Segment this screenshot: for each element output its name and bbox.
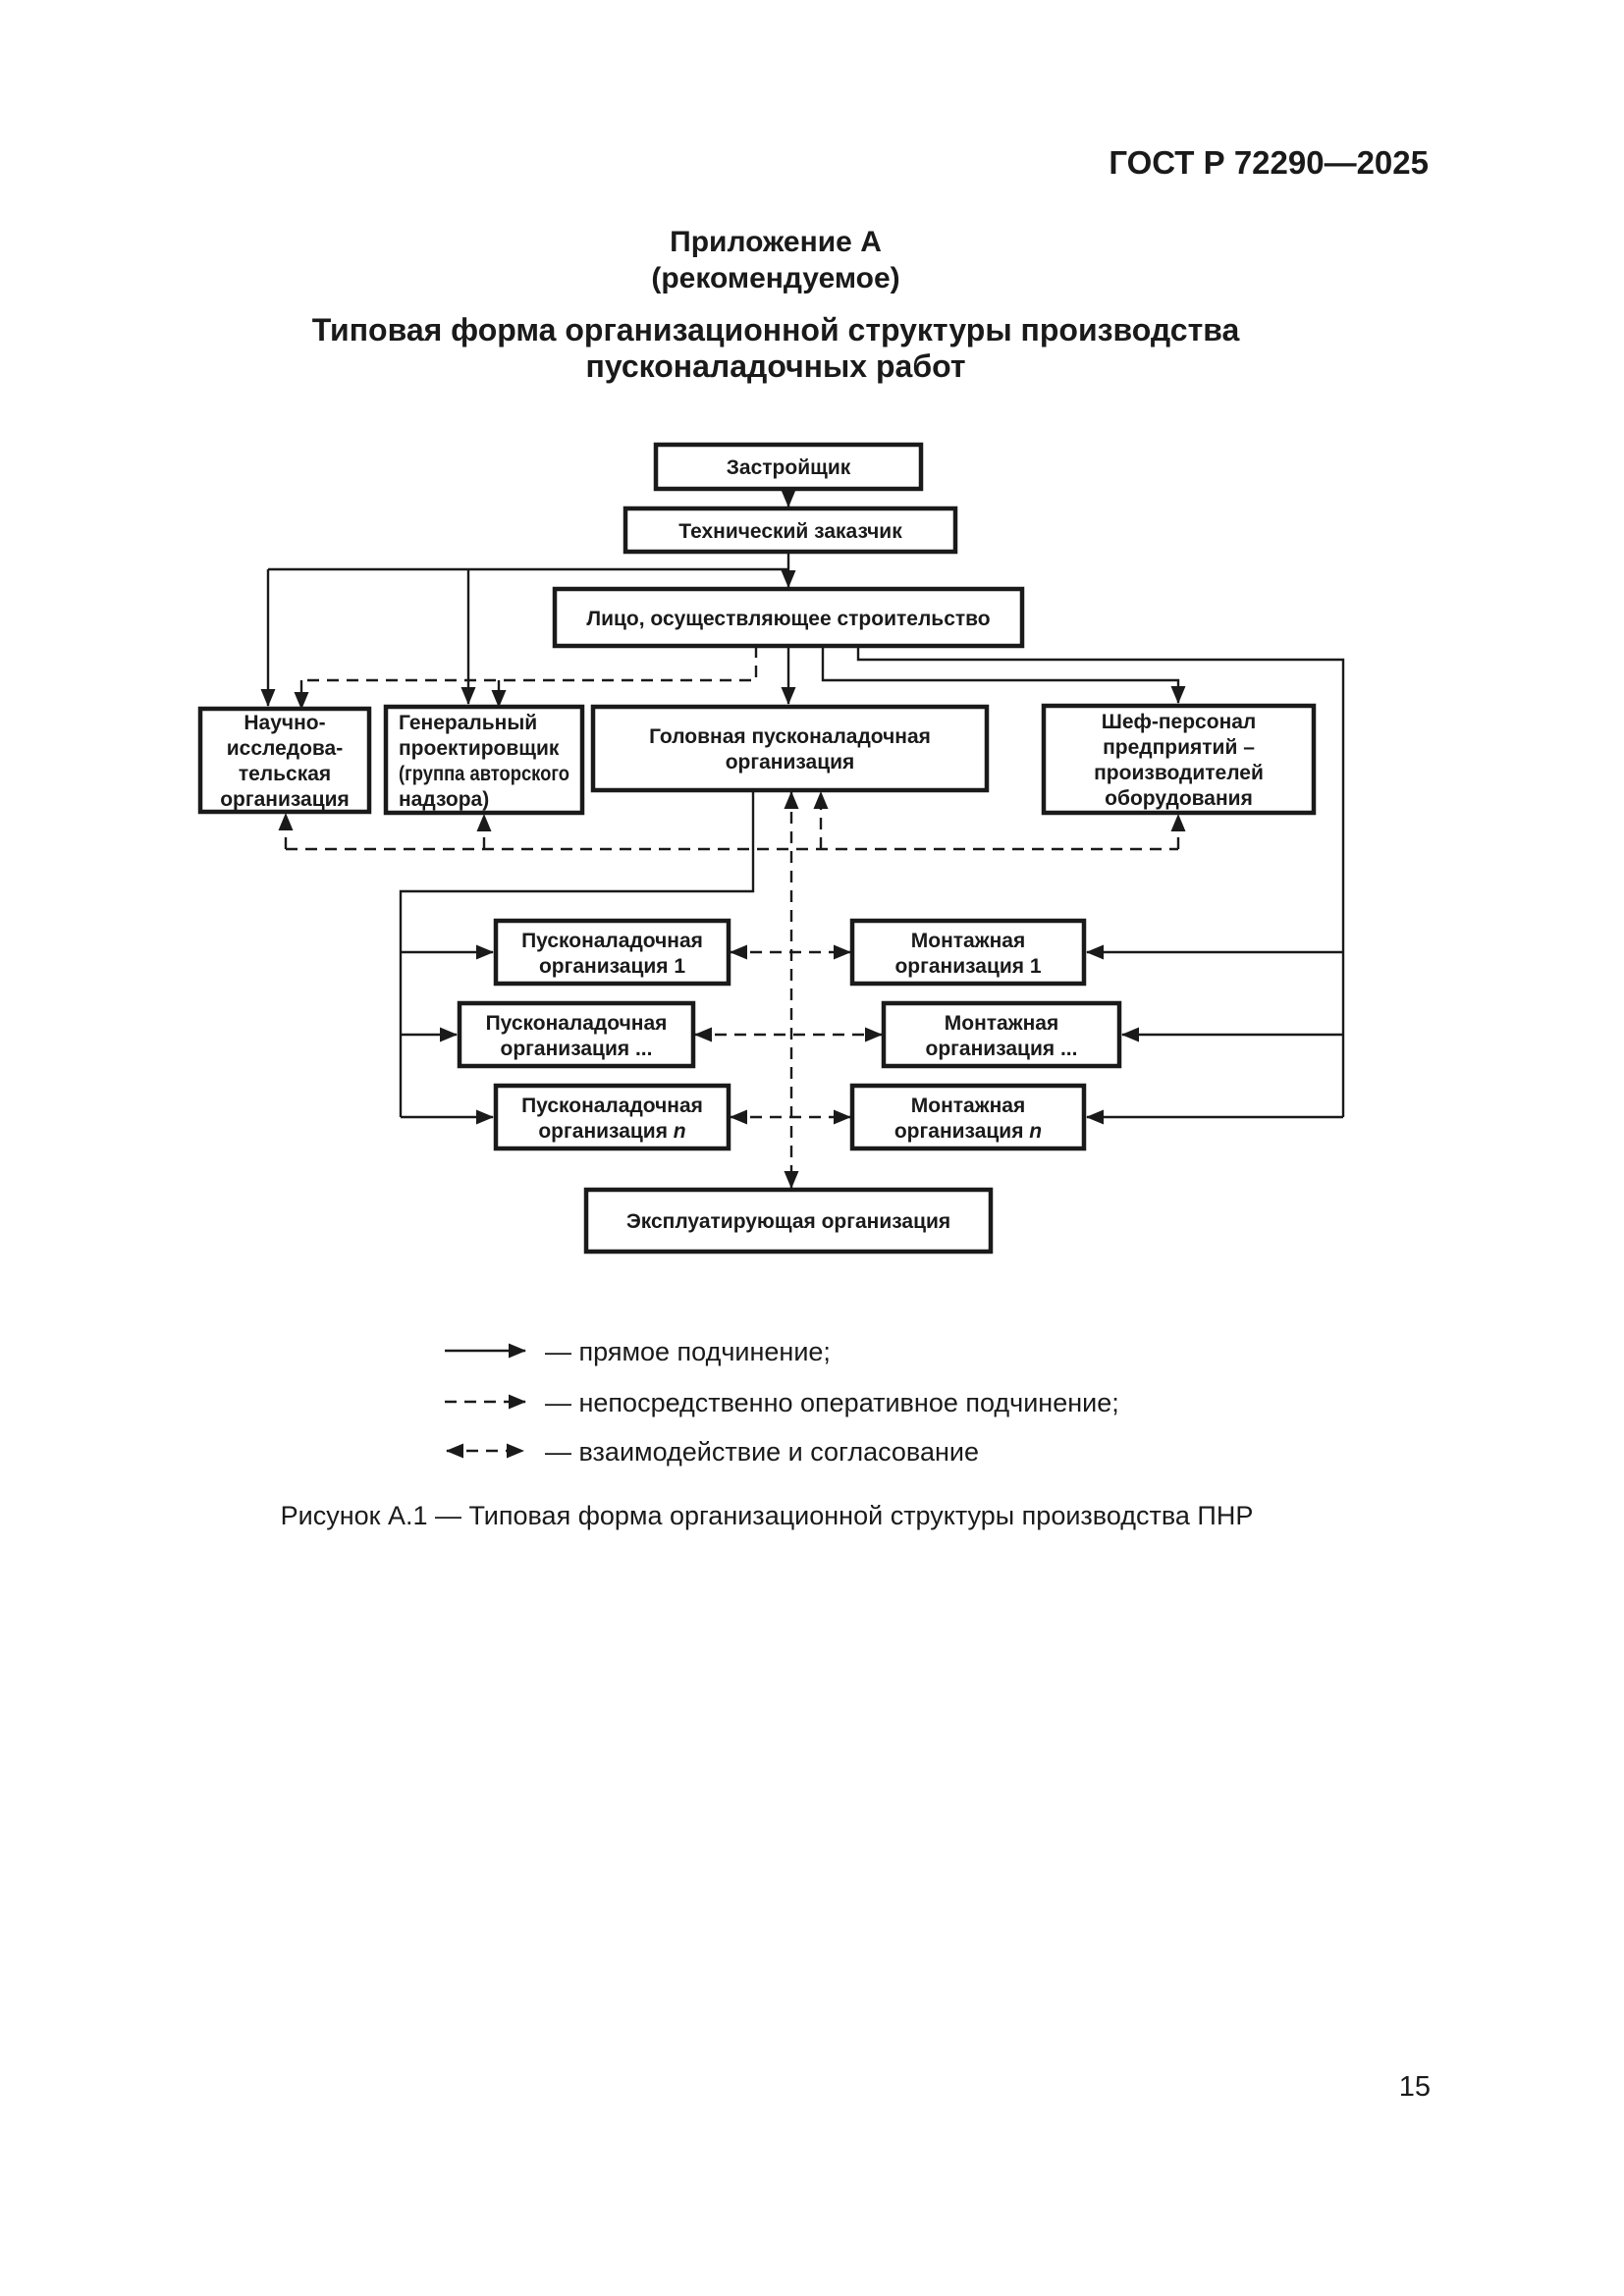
figure-caption: Рисунок А.1 — Типовая форма организацион…: [281, 1501, 1254, 1530]
node-label-pusko_n-line0: Пусконаладочная: [521, 1095, 703, 1117]
node-box-pusko_n: [493, 1083, 731, 1151]
node-pusko1: Пусконаладочная организация 1: [493, 918, 731, 987]
node-label-nauchno-line1: исследова-: [227, 737, 343, 760]
node-label-ekspl-line0: Эксплуатирующая организация: [626, 1210, 950, 1233]
node-tech_zakazchik: Технический заказчик: [623, 506, 958, 555]
node-label-golovnaya-line1: организация: [726, 751, 855, 774]
node-zastroyshchik: Застройщик: [653, 442, 924, 492]
node-genproekt: Генеральный проектировщик (группа авторско…: [383, 704, 585, 816]
node-label-shef-line2: производителей: [1094, 762, 1264, 784]
title-line-2: пусконаладочных работ: [585, 348, 965, 384]
node-ekspl: Эксплуатирующая организация: [583, 1187, 994, 1255]
appendix-kind: (рекомендуемое): [651, 262, 899, 294]
edge-lico-oper-backbone: [301, 646, 758, 682]
node-label-mont_n-line1: организация n: [894, 1120, 1042, 1143]
node-label-mont1-line0: Монтажная: [911, 930, 1025, 952]
node-box-mont_dots: [881, 1000, 1122, 1069]
node-label-zastroyshchik-line0: Застройщик: [727, 456, 851, 479]
edge-left-backbone: [399, 790, 755, 1117]
node-label-shef-line0: Шеф-персонал: [1102, 711, 1257, 733]
node-mont_n: Монтажная организация n: [849, 1083, 1087, 1151]
node-label-golovnaya-line0: Головная пусконаладочная: [649, 725, 931, 748]
doc-header: ГОСТ Р 72290—2025: [1109, 144, 1429, 181]
node-label-lico-line0: Лицо, осуществляющее строительство: [586, 608, 990, 630]
node-label-nauchno-line0: Научно-: [244, 712, 325, 734]
node-label-tech_zakazchik-line0: Технический заказчик: [678, 520, 902, 543]
node-label-shef-line1: предприятий –: [1103, 736, 1255, 759]
node-label-pusko_n-line1: организация n: [538, 1120, 685, 1143]
node-label-nauchno-line2: тельская: [239, 763, 331, 785]
node-label-shef-line3: оборудования: [1105, 787, 1253, 810]
node-box-shef: [1041, 703, 1317, 816]
node-label-mont1-line1: организация 1: [894, 955, 1041, 978]
page-number: 15: [1399, 2071, 1431, 2103]
solid-edges: [260, 489, 1345, 1125]
node-box-pusko_dots: [457, 1000, 696, 1069]
legend: — прямое подчинение; — непосредственно о…: [445, 1337, 1119, 1467]
node-box-ekspl: [583, 1187, 994, 1255]
node-box-golovnaya: [590, 704, 990, 793]
node-label-pusko1-line0: Пусконаладочная: [521, 930, 703, 952]
appendix-label: Приложение А: [670, 226, 882, 258]
node-box-lico: [552, 586, 1025, 649]
node-shef: Шеф-персонал предприятий – производителей о…: [1041, 703, 1317, 816]
node-label-mont_dots-line0: Монтажная: [945, 1012, 1058, 1035]
arrow-lico-shef: [821, 646, 1186, 704]
node-label-genproekt-line3: надзора): [399, 788, 489, 811]
node-label-genproekt-line2: (группа авторского: [399, 763, 569, 785]
title-line-1: Типовая форма организационной структуры …: [312, 312, 1240, 347]
node-lico: Лицо, осуществляющее строительство: [552, 586, 1025, 649]
node-box-zastroyshchik: [653, 442, 924, 492]
node-box-mont1: [849, 918, 1087, 987]
legend-label-interaction: — взаимодействие и согласование: [545, 1437, 979, 1467]
legend-label-operational: — непосредственно оперативное подчинение…: [545, 1388, 1119, 1417]
node-mont_dots: Монтажная организация ...: [881, 1000, 1122, 1069]
node-label-nauchno-line3: организация: [220, 788, 350, 811]
node-label-pusko_dots-line1: организация ...: [501, 1038, 653, 1060]
node-label-genproekt-line1: проектировщик: [399, 737, 560, 760]
node-label-pusko1-line1: организация 1: [539, 955, 685, 978]
node-box-tech_zakazchik: [623, 506, 958, 555]
node-label-genproekt-line0: Генеральный: [399, 712, 537, 734]
node-golovnaya: Головная пусконаладочная организация: [590, 704, 990, 793]
node-label-mont_dots-line1: организация ...: [926, 1038, 1078, 1060]
edge-right-backbone: [856, 646, 1345, 1117]
node-mont1: Монтажная организация 1: [849, 918, 1087, 987]
node-box-genproekt: [383, 704, 585, 816]
node-pusko_n: Пусконаладочная организация n: [493, 1083, 731, 1151]
node-box-nauchno: [197, 706, 372, 815]
node-nauchno: Научно-исследова-тельская организация: [197, 706, 372, 815]
node-label-mont_n-line0: Монтажная: [911, 1095, 1025, 1117]
node-label-pusko_dots-line0: Пусконаладочная: [486, 1012, 668, 1035]
node-pusko_dots: Пусконаладочная организация ...: [457, 1000, 696, 1069]
node-box-pusko1: [493, 918, 731, 987]
node-box-mont_n: [849, 1083, 1087, 1151]
dashed-edges: [278, 646, 1186, 1189]
legend-label-direct: — прямое подчинение;: [545, 1337, 831, 1366]
